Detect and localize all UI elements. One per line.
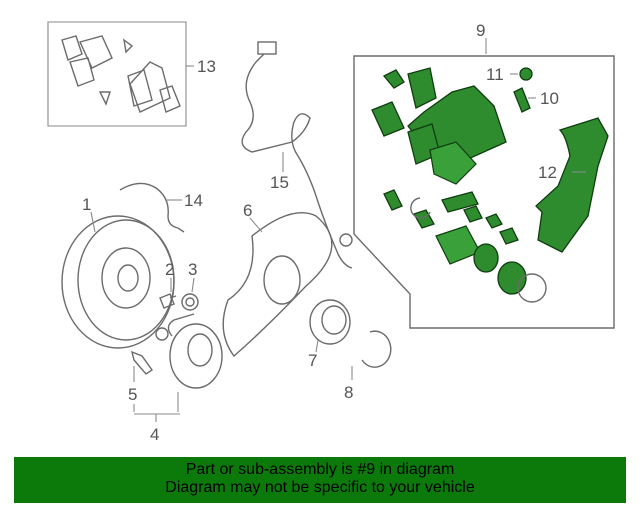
label-10: 10 <box>540 89 559 108</box>
label-9: 9 <box>476 21 485 40</box>
notice-line-1: Part or sub-assembly is #9 in diagram <box>185 461 455 478</box>
wheel-stud-5[interactable] <box>130 350 153 382</box>
caliper-assembly-9[interactable] <box>353 38 615 329</box>
notice-line-2: Diagram may not be specific to your vehi… <box>165 479 475 496</box>
wheel-bearing-7[interactable] <box>309 299 351 353</box>
label-14: 14 <box>184 191 203 210</box>
label-2: 2 <box>165 260 174 279</box>
label-12: 12 <box>538 163 557 182</box>
label-4: 4 <box>150 425 159 444</box>
snap-ring-8[interactable] <box>351 330 392 380</box>
brake-pad-kit-13[interactable] <box>47 21 194 127</box>
label-11: 11 <box>486 65 504 84</box>
nut-3[interactable] <box>181 277 199 311</box>
notice-banner: Part or sub-assembly is #9 in diagram Di… <box>14 457 626 503</box>
label-15: 15 <box>270 173 289 192</box>
bolt-2[interactable] <box>159 278 177 309</box>
label-13: 13 <box>197 57 216 76</box>
label-5: 5 <box>128 385 137 404</box>
label-8: 8 <box>344 383 353 402</box>
brake-hose-14[interactable] <box>119 182 185 233</box>
label-1: 1 <box>82 195 91 214</box>
label-7: 7 <box>308 351 317 370</box>
dust-shield-6[interactable] <box>222 212 333 358</box>
brake-rotor-1[interactable] <box>61 211 175 349</box>
label-6: 6 <box>243 201 252 220</box>
hub-assembly-4[interactable] <box>155 313 223 412</box>
speed-sensor-harness-15[interactable] <box>241 41 353 269</box>
parts-diagram: 13 15 14 1 2 3 <box>47 21 615 444</box>
label-3: 3 <box>188 260 197 279</box>
